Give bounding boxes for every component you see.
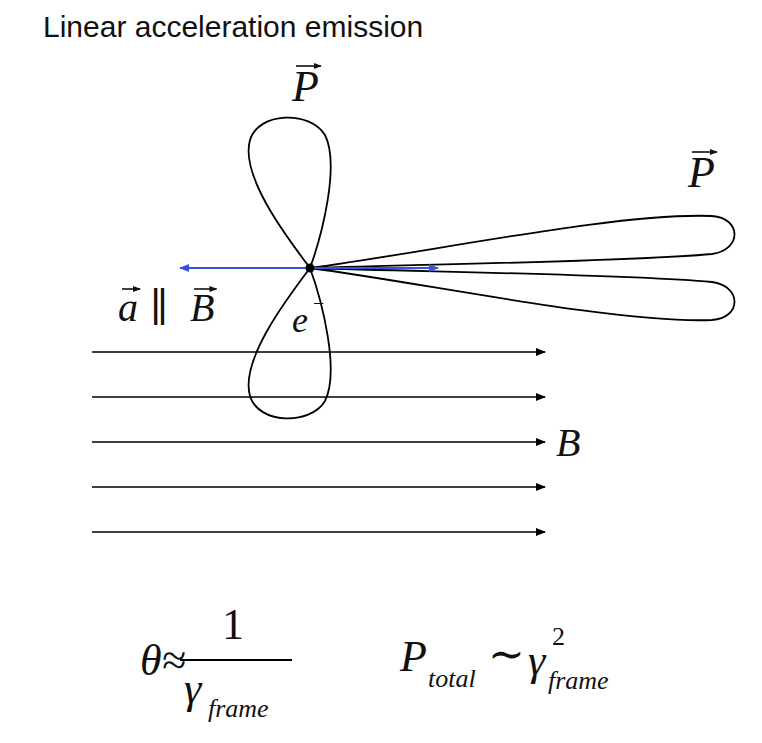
diagram-title: Linear acceleration emission — [43, 10, 423, 45]
gamma-symbol: γ — [184, 664, 201, 715]
charge-sign: − — [313, 292, 324, 315]
power-symbol: P — [400, 632, 427, 683]
field-label: B — [556, 420, 580, 466]
superscript: 2 — [552, 622, 565, 652]
parallel-symbol: ∥ — [150, 285, 168, 331]
electron-symbol: e — [292, 300, 308, 341]
scaling-symbol: ∼ — [488, 630, 525, 681]
fraction-bar — [180, 659, 292, 661]
power-symbol: P — [292, 62, 319, 113]
fraction-numerator: 1 — [222, 600, 244, 651]
field-symbol: B — [190, 285, 214, 331]
subscript: frame — [548, 666, 609, 696]
power-symbol: P — [688, 148, 715, 199]
gamma-symbol: γ — [528, 636, 545, 687]
subscript: total — [428, 664, 476, 694]
vector-arrows — [122, 66, 717, 289]
field-lines — [92, 352, 545, 532]
electron-dot — [306, 264, 315, 273]
subscript: frame — [208, 694, 269, 724]
acceleration-symbol: a — [118, 285, 138, 331]
angle-formula: θ≈ — [140, 636, 186, 687]
